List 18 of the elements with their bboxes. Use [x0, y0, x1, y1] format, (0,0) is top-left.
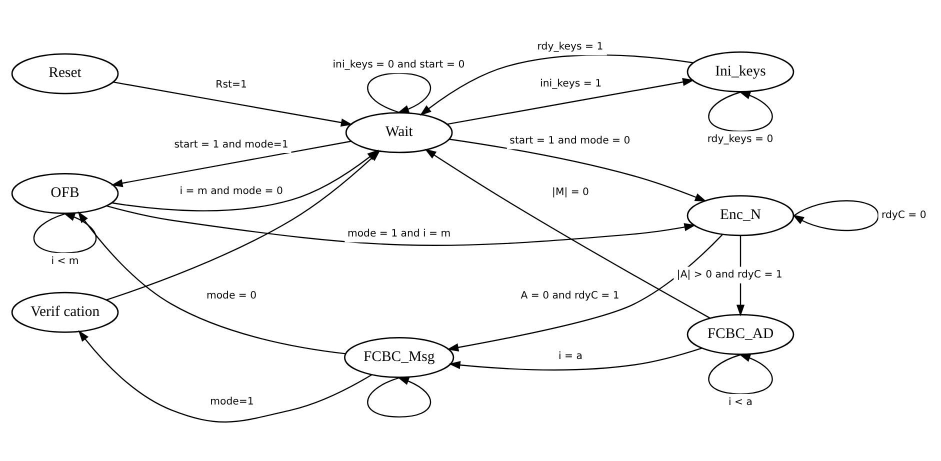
- edge-label: i < a: [728, 396, 752, 408]
- edge-label: ini_keys = 0 and start = 0: [332, 60, 465, 71]
- edge-label: mode=1: [210, 396, 254, 408]
- edge-label: mode = 1 and i = m: [347, 228, 451, 240]
- edge-label: mode = 0: [206, 290, 257, 302]
- edge-label: i < m: [51, 256, 79, 267]
- edge-label: Rst=1: [216, 79, 247, 90]
- edge-label: A = 0 and rdyC = 1: [520, 290, 620, 302]
- edge-label: start = 1 and mode=1: [174, 139, 288, 150]
- edge-label: |M| = 0: [552, 187, 589, 198]
- edge-label: ini_keys = 1: [540, 78, 602, 90]
- edge-label: rdy_keys = 0: [707, 134, 774, 146]
- edge-label: start = 1 and mode = 0: [510, 136, 630, 147]
- edge-label: |A| > 0 and rdyC = 1: [676, 270, 782, 281]
- edge-label: rdyC = 0: [881, 210, 926, 222]
- edge-label: i = a: [558, 351, 582, 362]
- edge-label: rdy_keys = 1: [537, 42, 604, 53]
- edge-label: i = m and mode = 0: [180, 186, 283, 198]
